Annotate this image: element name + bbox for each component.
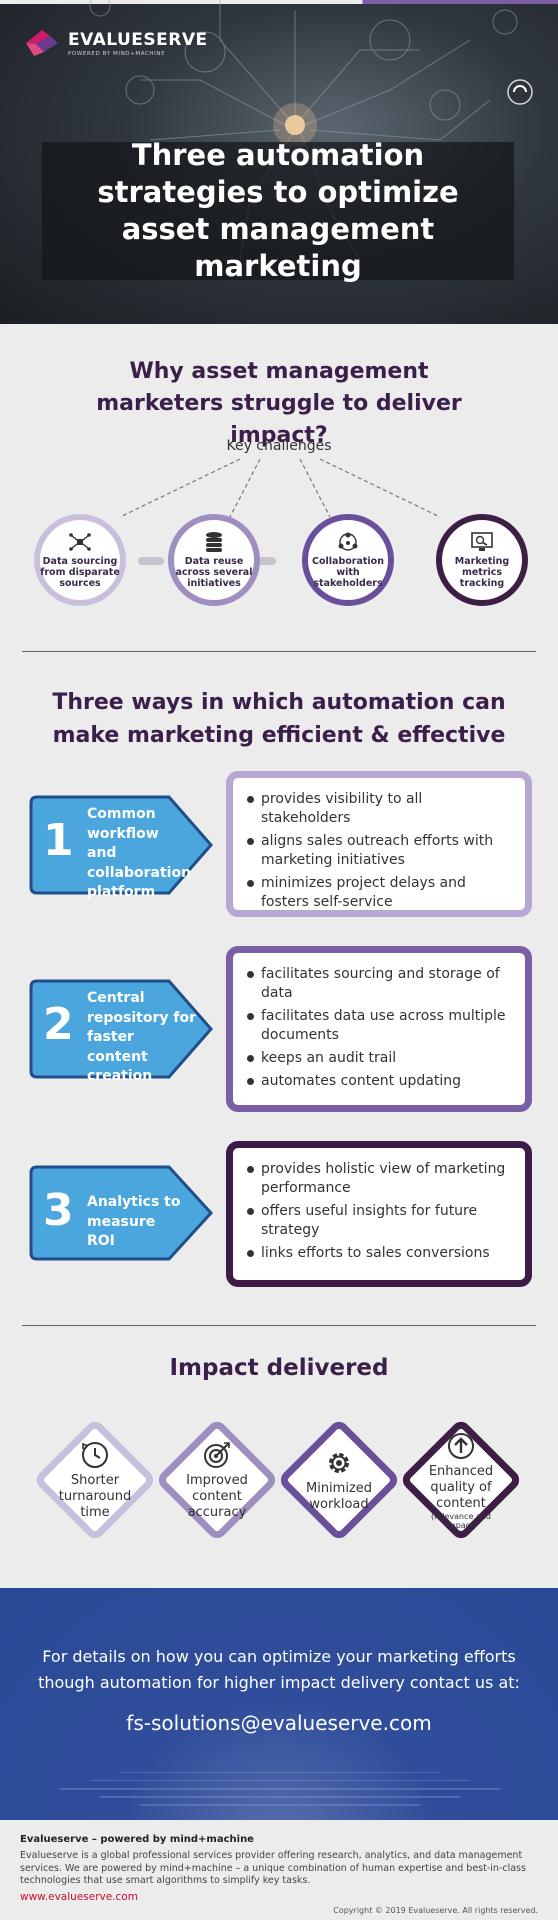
way-1-arrow: 1 Common workflow and collaboration plat…	[29, 795, 214, 900]
hero-title: Three automation strategies to optimize …	[97, 138, 459, 283]
hero-title-box: Three automation strategies to optimize …	[42, 138, 514, 283]
challenge-label: Data reuse across several initiatives	[175, 555, 253, 589]
challenge-label: Collaboration with stakeholders	[312, 555, 384, 589]
footer-heading: Evalueserve – powered by mind+machine	[20, 1834, 254, 1845]
contact-email-link[interactable]: fs-solutions@evalueserve.com	[126, 1711, 432, 1735]
benefit-item: provides holistic view of marketing perf…	[247, 1160, 511, 1198]
way-3-arrow: 3 Analytics to measure ROI	[29, 1165, 214, 1261]
benefit-item: keeps an audit trail	[247, 1049, 511, 1068]
cta-dot-pattern	[60, 1772, 500, 1806]
footer-description: Evalueserve is a global professional ser…	[20, 1850, 526, 1886]
impact-improved-accuracy: Improved content accuracy	[154, 1417, 280, 1543]
way-1-number: 1	[43, 815, 74, 866]
challenges-title: Why asset management marketers struggle …	[0, 356, 558, 452]
benefit-item: automates content updating	[247, 1072, 511, 1091]
evalueserve-logo[interactable]: EVALUESERVE POWERED BY MIND+MACHINE	[22, 26, 208, 60]
impact-minimized-workload: Minimized workload	[276, 1417, 402, 1543]
collaboration-icon	[338, 532, 358, 551]
contact-text-line-2: though automation for higher impact deli…	[38, 1673, 520, 1692]
target-icon	[204, 1441, 230, 1468]
impact-enhanced-quality: Enhanced quality of content (relevance a…	[398, 1417, 524, 1543]
impact-note: (relevance and impact)	[431, 1511, 491, 1530]
challenge-metrics-tracking: Marketing metrics tracking	[436, 514, 528, 606]
impact-title: Impact delivered	[169, 1355, 389, 1381]
brand-tagline: POWERED BY MIND+MACHINE	[68, 50, 166, 57]
key-challenges-label: Key challenges	[226, 438, 332, 454]
challenge-collaboration: Collaboration with stakeholders	[302, 514, 394, 606]
challenge-label: Data sourcing from disparate sources	[40, 555, 120, 589]
hero-banner: EVALUESERVE POWERED BY MIND+MACHINE Thre…	[0, 0, 558, 324]
challenges-title-text: Why asset management marketers struggle …	[96, 359, 462, 448]
challenge-data-reuse: Data reuse across several initiatives	[168, 514, 260, 606]
section-divider	[22, 651, 536, 652]
brand-name: EVALUESERVE	[68, 29, 208, 50]
way-1-title: Common workflow and collaboration platfo…	[87, 806, 192, 900]
benefit-item: facilitates sourcing and storage of data	[247, 965, 511, 1003]
benefit-item: facilitates data use across multiple doc…	[247, 1007, 511, 1045]
benefit-item: links efforts to sales conversions	[247, 1244, 511, 1263]
way-1-arrow-shape	[29, 795, 213, 895]
way-2-arrow: 2 Central repository for faster content …	[29, 979, 214, 1084]
impact-shorter-turnaround: Shorter turnaround time	[32, 1417, 158, 1543]
upload-arrow-icon	[448, 1432, 474, 1459]
challenge-label: Marketing metrics tracking	[454, 555, 510, 589]
evalueserve-logo-mark	[26, 30, 58, 56]
impact-label: Shorter turnaround time	[58, 1472, 132, 1520]
contact-banner: For details on how you can optimize your…	[0, 1588, 558, 1820]
benefit-item: offers useful insights for future strate…	[247, 1202, 511, 1240]
challenge-connector-lines	[119, 458, 441, 518]
way-3-arrow-shape	[29, 1165, 214, 1261]
metrics-monitor-icon	[471, 531, 493, 551]
way-1-benefits: provides visibility to all stakeholders …	[226, 771, 532, 917]
way-3-number: 3	[43, 1185, 74, 1236]
database-icon	[206, 531, 222, 552]
way-2-arrow-shape	[29, 979, 213, 1079]
way-2-benefits: facilitates sourcing and storage of data…	[226, 946, 532, 1112]
contact-text: For details on how you can optimize your…	[0, 1644, 558, 1696]
impact-label: Minimized workload	[305, 1480, 373, 1512]
impact-label: Enhanced quality of content	[428, 1463, 494, 1511]
benefit-item: minimizes project delays and fosters sel…	[247, 874, 511, 912]
circuit-background-graphic	[89, 0, 533, 261]
copyright-text: Copyright © 2019 Evalueserve. All rights…	[333, 1906, 538, 1915]
gear-icon	[329, 1452, 349, 1473]
impact-label: Improved content accuracy	[186, 1472, 248, 1520]
footer: Evalueserve – powered by mind+machine Ev…	[0, 1820, 558, 1920]
clock-icon	[82, 1441, 108, 1468]
ways-title: Three ways in which automation can make …	[0, 686, 558, 752]
website-link[interactable]: www.evalueserve.com	[20, 1891, 138, 1903]
contact-text-line-1: For details on how you can optimize your…	[42, 1647, 516, 1666]
ways-title-text: Three ways in which automation can make …	[52, 690, 506, 748]
way-3-benefits: provides holistic view of marketing perf…	[226, 1141, 532, 1287]
hero-top-accent-bar	[0, 0, 558, 4]
way-2-title: Central repository for faster content cr…	[87, 990, 196, 1084]
challenge-data-sourcing: Data sourcing from disparate sources	[34, 514, 126, 606]
benefit-item: aligns sales outreach efforts with marke…	[247, 832, 511, 870]
benefit-item: provides visibility to all stakeholders	[247, 790, 511, 828]
network-icon	[69, 532, 91, 551]
section-divider	[22, 1325, 536, 1326]
way-3-title: Analytics to measure ROI	[87, 1194, 181, 1249]
way-2-number: 2	[43, 999, 74, 1050]
